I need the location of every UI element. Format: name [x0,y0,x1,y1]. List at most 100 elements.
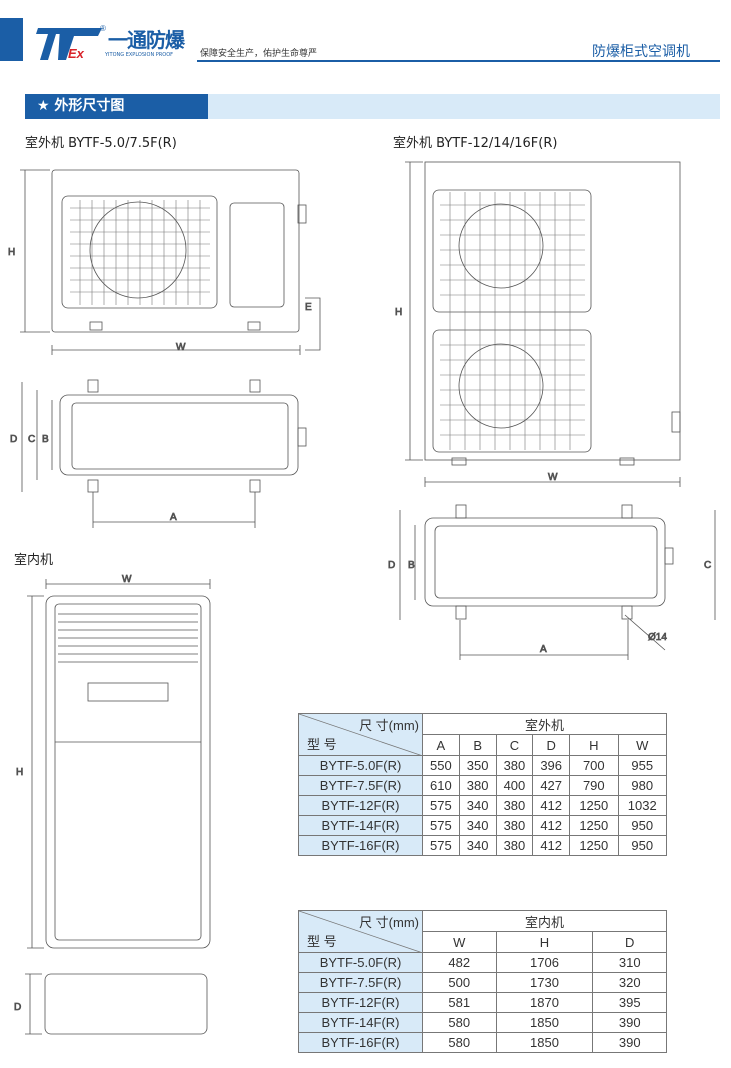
value-cell: 575 [422,835,460,856]
dim-hole: Ø14 [648,632,667,643]
column-header: C [495,734,534,756]
dim-c: C [28,434,35,445]
section-title-bar [208,94,720,119]
dimension-label: 尺 寸(mm) [359,915,419,930]
model-cell: BYTF-7.5F(R) [298,775,423,796]
value-cell: 550 [422,755,460,776]
page-title: 防爆柜式空调机 [592,44,690,60]
dim-c: C [704,560,711,571]
header-accent-bar [0,18,23,61]
dim-w: W [548,472,558,483]
value-cell: 950 [617,815,668,836]
value-cell: 340 [458,835,497,856]
indoor-drawing: W H D [14,574,211,1035]
dimension-label: 尺 寸(mm) [359,718,419,733]
dim-w: W [122,574,132,585]
value-cell: 955 [617,755,668,776]
model-label: 型 号 [307,737,337,752]
header-divider [197,60,720,62]
dim-w: W [176,342,186,353]
dim-d: D [10,434,17,445]
dim-d: D [388,560,395,571]
value-cell: 575 [422,795,460,816]
value-cell: 320 [592,972,667,993]
model-cell: BYTF-5.0F(R) [298,952,423,973]
model-cell: BYTF-5.0F(R) [298,755,423,776]
value-cell: 1706 [495,952,594,973]
outdoor-small-drawing: H W E D C B A [8,169,321,528]
model-cell: BYTF-7.5F(R) [298,972,423,993]
value-cell: 412 [532,835,571,856]
value-cell: 340 [458,795,497,816]
value-cell: 610 [422,775,460,796]
group-header: 室内机 [422,910,667,932]
value-cell: 580 [422,1012,497,1033]
dim-h: H [16,767,23,778]
value-cell: 500 [422,972,497,993]
value-cell: 390 [592,1032,667,1053]
value-cell: 380 [495,815,534,836]
column-header: B [458,734,497,756]
outdoor-large-drawing: H W D B C A Ø14 [388,161,716,660]
brand-english: YITONG EXPLOSION PROOF [105,52,174,58]
value-cell: 380 [495,795,534,816]
value-cell: 1250 [569,795,619,816]
value-cell: 1850 [495,1032,594,1053]
section-title: ★ 外形尺寸图 [25,94,208,119]
value-cell: 1730 [495,972,594,993]
value-cell: 1850 [495,1012,594,1033]
value-cell: 575 [422,815,460,836]
indoor-caption: 室内机 [14,553,54,568]
dim-a: A [540,644,547,655]
brand-name: 一通防爆 [108,28,185,52]
group-header: 室外机 [422,713,667,735]
value-cell: 380 [458,775,497,796]
model-label: 型 号 [307,934,337,949]
outdoor-large-caption: 室外机 BYTF-12/14/16F(R) [393,136,558,151]
column-header: W [422,931,497,953]
value-cell: 395 [592,992,667,1013]
column-header: D [532,734,571,756]
model-cell: BYTF-12F(R) [298,795,423,816]
value-cell: 350 [458,755,497,776]
column-header: A [422,734,460,756]
table-corner-header: 尺 寸(mm) 型 号 [298,910,423,953]
value-cell: 790 [569,775,619,796]
dim-d: D [14,1002,21,1013]
value-cell: 380 [495,755,534,776]
value-cell: 412 [532,795,571,816]
column-header: W [617,734,668,756]
column-header: H [569,734,619,756]
table-corner-header: 尺 寸(mm) 型 号 [298,713,423,756]
value-cell: 950 [617,835,668,856]
value-cell: 1032 [617,795,668,816]
dim-b: B [408,560,415,571]
value-cell: 1250 [569,835,619,856]
dim-h: H [395,307,402,318]
value-cell: 390 [592,1012,667,1033]
value-cell: 412 [532,815,571,836]
column-header: H [495,931,594,953]
model-cell: BYTF-14F(R) [298,1012,423,1033]
company-logo: Ex ® [36,24,106,61]
value-cell: 581 [422,992,497,1013]
value-cell: 427 [532,775,571,796]
value-cell: 482 [422,952,497,973]
slogan: 保障安全生产，佑护生命尊严 [200,49,318,59]
value-cell: 1870 [495,992,594,1013]
value-cell: 340 [458,815,497,836]
dim-b: B [42,434,49,445]
value-cell: 310 [592,952,667,973]
value-cell: 400 [495,775,534,796]
